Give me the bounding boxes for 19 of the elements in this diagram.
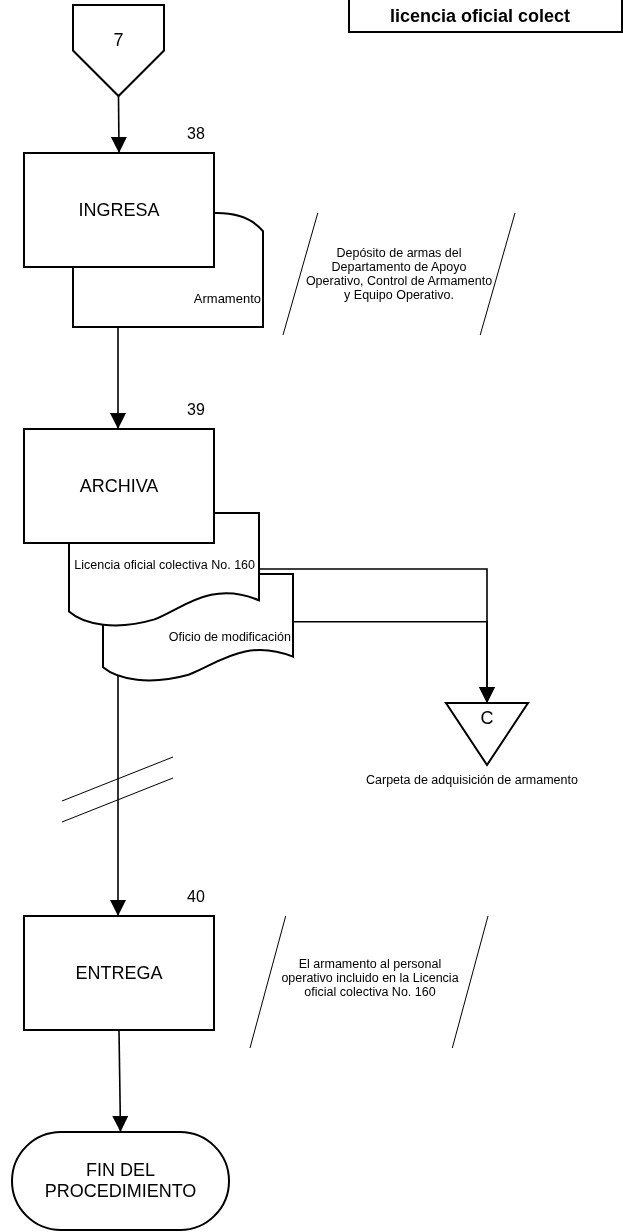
node-text: Oficio de modificación [168,630,291,644]
node-text: Armamento [193,290,261,306]
step-number: 40 [187,888,205,906]
node-text: FIN DEL PROCEDIMIENTO [43,1160,198,1202]
step-number: 38 [187,125,205,143]
node-text: C [480,707,494,729]
step-number: 39 [187,401,205,419]
node-text: El armamento al personal operativo incluido en la Licencia oficial colectiva No. 160 [280,957,460,999]
node-text: ARCHIVA [79,475,159,497]
arrow [110,326,126,430]
file-caption: Carpeta de adquisición de armamento [366,773,578,787]
arrow [110,95,127,154]
node-text: 7 [113,29,124,51]
node-text: Licencia oficial colectiva No. 160 [74,558,255,572]
arrow [112,1029,129,1133]
title-box: licencia oficial colect [348,0,623,33]
node-text: INGRESA [78,199,160,221]
node-text: ENTREGA [75,962,163,984]
node-text: Depósito de armas del Departamento de Apoyo Operativo, Control de Armamento y Equipo Operativo. [305,246,493,302]
